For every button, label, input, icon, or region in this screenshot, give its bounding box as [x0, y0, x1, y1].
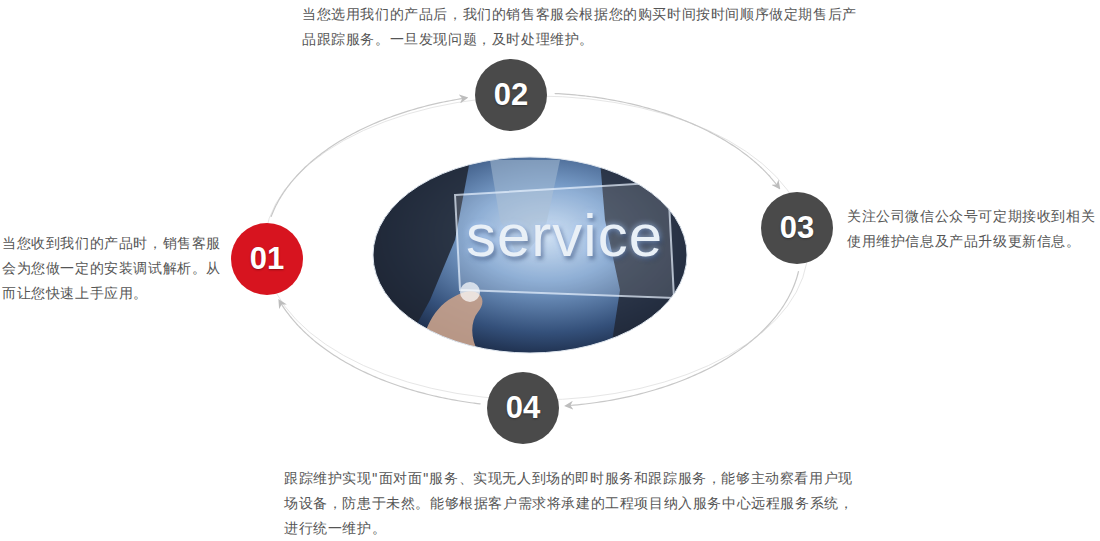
step-description: 跟踪维护实现"面对面"服务、实现无人到场的即时服务和跟踪服务，能够主动察看用户现… [284, 466, 854, 541]
illustration-word: service [466, 206, 663, 266]
callout-number: 04 [487, 372, 559, 444]
orbit-arrow [566, 271, 799, 406]
orbit-arrow [555, 94, 780, 188]
step-description: 关注公司微信公众号可定期接收到相关使用维护信息及产品升级更新信息。 [847, 204, 1096, 254]
photo-rim [373, 157, 687, 353]
circle-fill [475, 59, 547, 131]
circle-fill [487, 372, 559, 444]
circle-fill [231, 223, 303, 295]
number-circle: 02 [475, 59, 547, 131]
number-circle: 04 [487, 372, 559, 444]
circle-fill [761, 192, 833, 264]
glass-panel [455, 182, 674, 298]
orbit-arrow [271, 98, 467, 217]
callout-number: 03 [761, 192, 833, 264]
number-circle: 03 [761, 192, 833, 264]
step-description: 当您收到我们的产品时，销售客服会为您做一定的安装调试解析。从而让您快速上手应用。 [2, 231, 228, 306]
glow [460, 282, 480, 302]
step-description: 当您选用我们的产品后，我们的销售客服会根据您的购买时间按时间顺序做定期售后产品跟… [302, 2, 864, 52]
photo [370, 155, 690, 355]
orbit-arrow [279, 301, 480, 404]
callout-number: 01 [231, 223, 303, 295]
number-circle: 01 [231, 223, 303, 295]
callout-number: 02 [475, 59, 547, 131]
photo-ground [370, 155, 690, 355]
